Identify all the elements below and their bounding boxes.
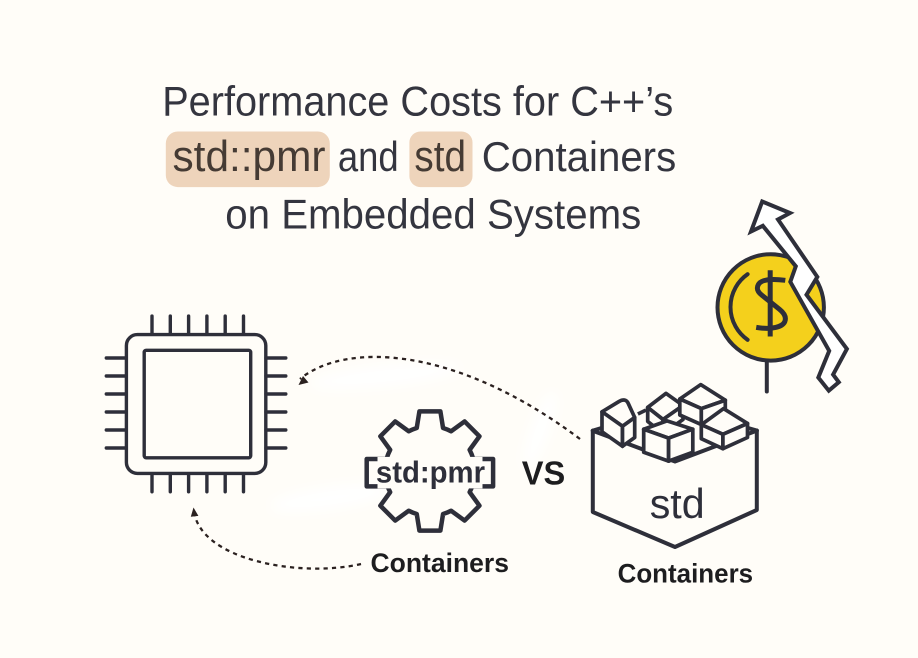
svg-text:Containers: Containers <box>618 559 754 589</box>
svg-text:Containers: Containers <box>482 133 677 180</box>
svg-text:std::pmr: std::pmr <box>173 132 326 181</box>
svg-text:VS: VS <box>522 455 566 492</box>
svg-text:and: and <box>338 133 399 180</box>
svg-text:std: std <box>414 132 466 181</box>
svg-text:std:pmr: std:pmr <box>376 455 485 490</box>
svg-text:std: std <box>650 480 705 527</box>
svg-text:Containers: Containers <box>371 548 510 578</box>
svg-text:Performance Costs for C++’s: Performance Costs for C++’s <box>162 78 673 125</box>
svg-text:on Embedded Systems: on Embedded Systems <box>225 190 641 237</box>
